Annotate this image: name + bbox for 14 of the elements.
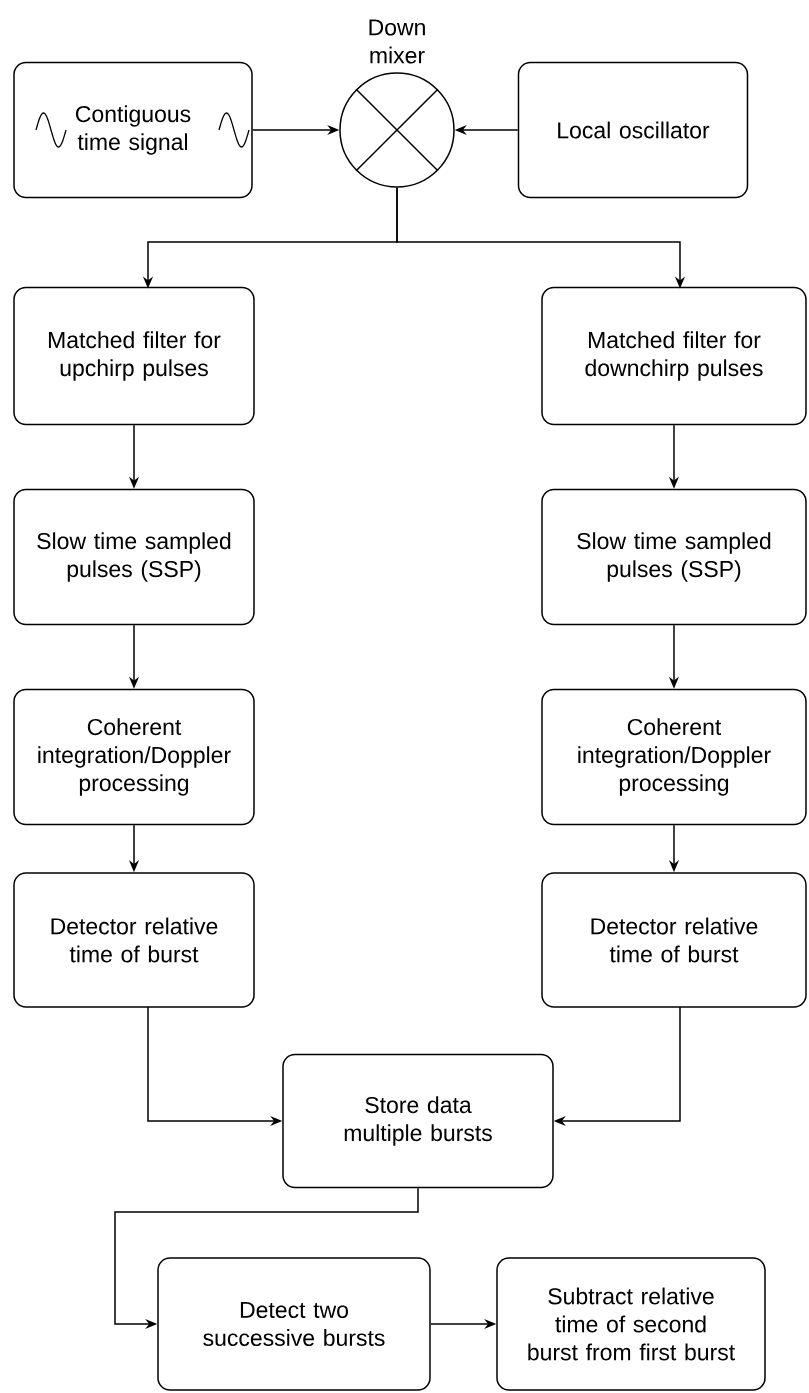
process-box: Detect two successive bursts [157,1257,431,1391]
process-box: Detector relative time of burst [541,872,807,1008]
process-box: Slow time sampled pulses (SSP) [541,488,807,626]
process-box: Detector relative time of burst [13,872,255,1008]
process-box: Matched filter for downchirp pulses [541,286,807,426]
process-box: Matched filter for upchirp pulses [13,286,255,426]
process-box: Coherent integration/Doppler processing [541,688,807,826]
process-box: Store data multiple bursts [282,1053,554,1189]
process-box: Subtract relative time of second burst from first burst [496,1257,766,1391]
process-box: Local oscillator [517,61,749,199]
mixer-label: Down mixer [369,19,425,64]
process-box: Slow time sampled pulses (SSP) [13,488,255,626]
process-box: Contiguous time signal [13,61,253,199]
process-box: Coherent integration/Doppler processing [13,688,255,826]
